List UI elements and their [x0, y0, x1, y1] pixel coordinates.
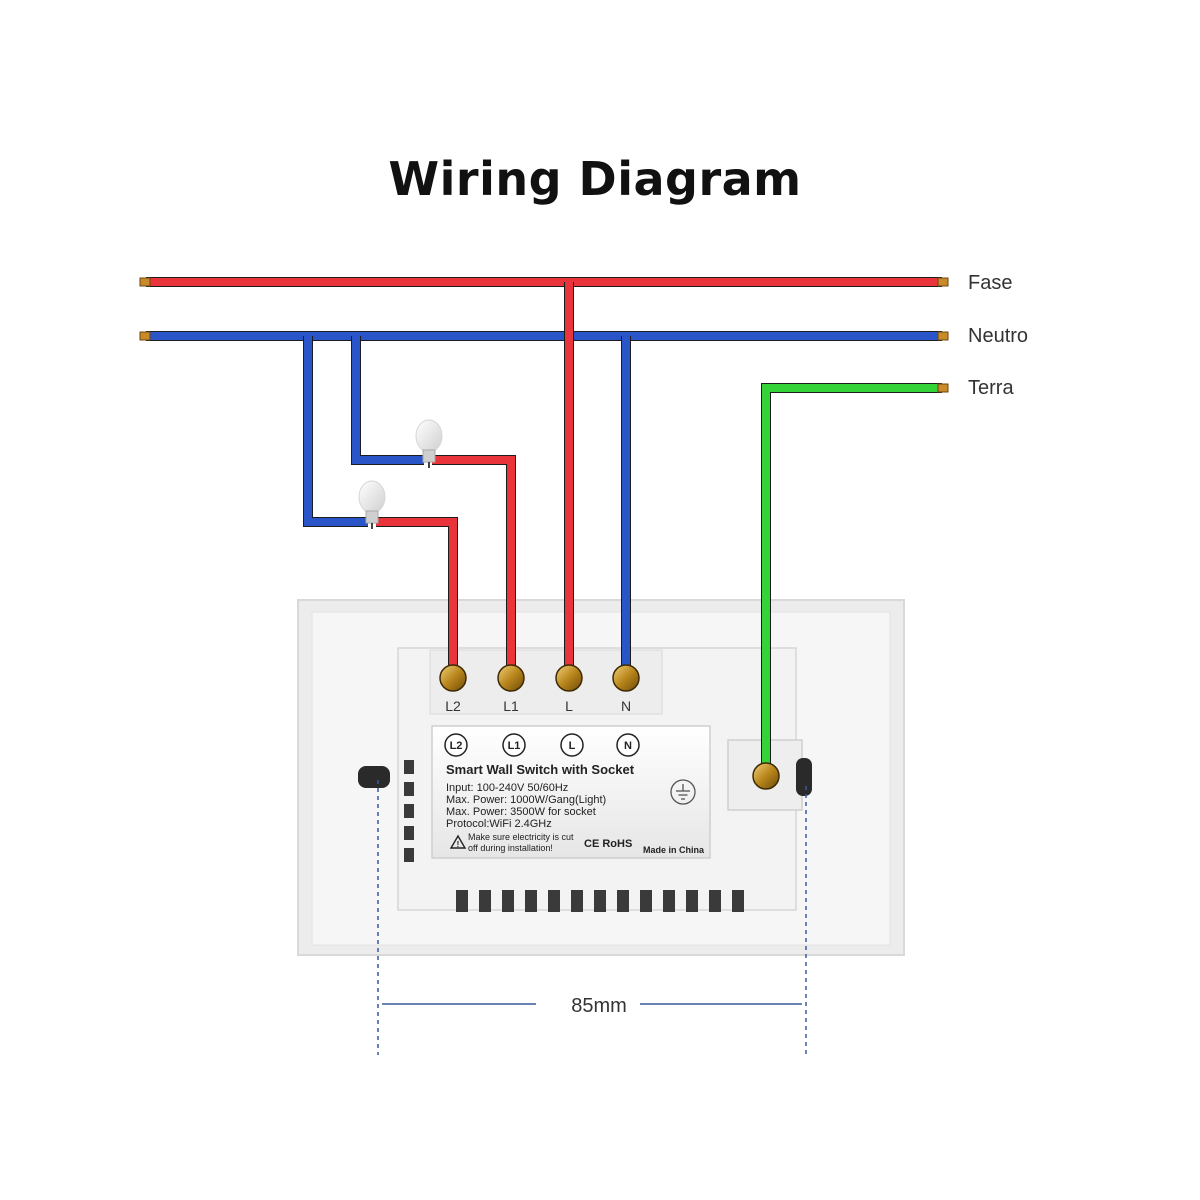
plate-marker: L [569, 740, 576, 752]
plate-heading: Smart Wall Switch with Socket [446, 762, 635, 777]
terminal-screws [439, 664, 780, 790]
lamp-2 [358, 480, 386, 529]
plate-origin: Made in China [643, 845, 705, 855]
wire-tips [139, 277, 949, 393]
terminal-label: N [621, 698, 631, 714]
mounting-clip-left [358, 766, 390, 788]
wire-labels: Fase Neutro Terra [968, 272, 1028, 399]
phase-label: Fase [968, 272, 1012, 294]
neutral-lamp2-wire [304, 336, 368, 526]
warning-icon [449, 834, 467, 849]
earth-symbol-icon [670, 779, 696, 805]
terminal-label: L1 [503, 698, 519, 714]
lamp-1 [415, 419, 443, 468]
dimension-label: 85mm [571, 995, 627, 1017]
plate-terminal-markers: L2 L1 L N [444, 733, 640, 757]
l1-load-wire [432, 456, 515, 672]
plate-marker: N [624, 740, 632, 752]
plate-spec: Input: 100-240V 50/60Hz [446, 782, 568, 794]
diagram-title: Wiring Diagram [388, 152, 802, 206]
plate-marker: L2 [450, 740, 463, 752]
plate-spec: Protocol:WiFi 2.4GHz [446, 818, 552, 830]
plate-spec: Max. Power: 3500W for socket [446, 806, 596, 818]
side-vents [404, 760, 414, 862]
neutral-label: Neutro [968, 325, 1028, 347]
terminal-labels: L2 L1 L N [445, 698, 631, 714]
plate-warning: Make sure electricity is cut [468, 832, 574, 842]
terminal-label: L2 [445, 698, 461, 714]
dimension-annotation: 85mm [377, 780, 807, 1055]
mounting-clip-right [796, 758, 812, 796]
earth-label: Terra [968, 377, 1014, 399]
terminal-label: L [565, 698, 573, 714]
switch-body [297, 599, 905, 956]
bottom-vents [456, 890, 744, 912]
svg-text:!: ! [457, 840, 460, 849]
plate-marker: L1 [508, 740, 521, 752]
plate-text: Smart Wall Switch with Socket Input: 100… [446, 762, 705, 855]
neutral-lamp1-wire [352, 336, 424, 464]
wires [146, 277, 942, 772]
plate-cert: CE RoHS [584, 838, 632, 850]
plate-spec: Max. Power: 1000W/Gang(Light) [446, 794, 606, 806]
l2-load-wire [376, 518, 457, 672]
plate-warning: off during installation! [468, 843, 553, 853]
earth-wire [762, 384, 942, 772]
